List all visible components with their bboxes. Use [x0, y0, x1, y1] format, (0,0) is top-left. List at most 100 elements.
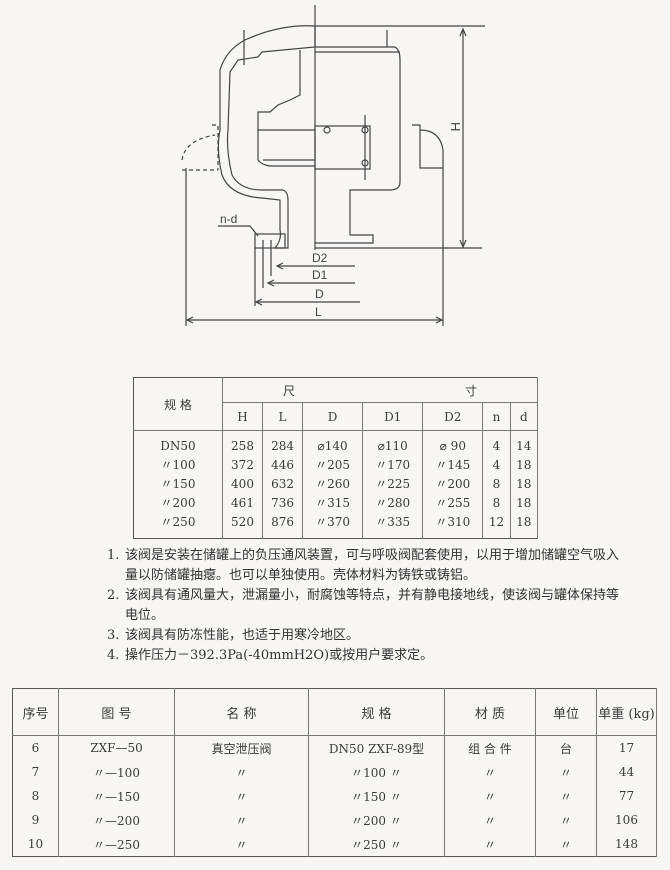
table-cell: ⌀110: [362, 430, 424, 456]
table-cell: 〃250 〃: [308, 832, 445, 857]
table-cell: 〃150 〃: [308, 784, 445, 808]
table-cell: 372: [222, 456, 264, 475]
table-cell: 400: [222, 475, 264, 494]
note: 4. 操作压力－392.3Pa(-40mmH2O)或按用户要求定。: [107, 646, 627, 666]
table-cell: 〃: [444, 832, 536, 857]
note-number: 1.: [107, 548, 120, 563]
table-cell: 6: [12, 735, 59, 760]
table-cell: 284: [262, 430, 304, 456]
header-weight: 单重 (kg): [596, 688, 657, 736]
table-cell: 44: [596, 760, 657, 784]
table-cell: 77: [596, 784, 657, 808]
label-nd: n-d: [220, 212, 237, 226]
table-cell: 〃—100: [58, 760, 175, 784]
table-cell: 〃—250: [58, 832, 175, 857]
header-unit: 单位: [535, 688, 597, 736]
table-cell: 〃280: [362, 494, 424, 513]
table-cell: 〃200 〃: [308, 808, 445, 832]
table-cell: 〃: [174, 832, 309, 857]
right-elbow: [412, 124, 444, 169]
inner-seat-section: [257, 50, 315, 167]
note: 3.该阀具有防冻性能，也适于用寒冷地区。: [107, 626, 627, 646]
col-h: H: [222, 402, 264, 431]
table-cell: 〃: [174, 808, 309, 832]
table-cell: 〃170: [362, 456, 424, 475]
valve-technical-drawing: H D2 D1 D L n-d: [181, 5, 485, 326]
table-cell: 632: [262, 475, 304, 494]
table-cell: 〃260: [302, 475, 364, 494]
header-dims-left: 尺: [282, 383, 295, 398]
table-cell: 〃: [174, 760, 309, 784]
table-cell: 〃335: [362, 513, 424, 539]
table-cell: 14: [510, 430, 539, 456]
table-cell: 〃: [535, 808, 597, 832]
table-cell: 〃250: [133, 513, 223, 539]
table-cell: 〃205: [302, 456, 364, 475]
table-cell: 106: [596, 808, 657, 832]
table-cell: 〃: [444, 784, 536, 808]
table-cell: 4: [482, 430, 511, 456]
table-cell: 〃200: [133, 494, 223, 513]
table-cell: 〃—150: [58, 784, 175, 808]
header-dims-right: 寸: [465, 383, 478, 398]
table-cell: 〃: [535, 832, 597, 857]
table-cell: ZXF—50: [58, 735, 175, 760]
table-cell: 〃255: [422, 494, 484, 513]
table-cell: 〃: [535, 784, 597, 808]
right-body-outline: [315, 46, 401, 244]
table-cell: 10: [12, 832, 59, 857]
table-cell: DN50: [133, 430, 223, 456]
table-cell: 258: [222, 430, 264, 456]
table-cell: 组 合 件: [444, 735, 536, 760]
table-cell: 〃150: [133, 475, 223, 494]
table-cell: 18: [510, 513, 539, 539]
table-cell: 8: [482, 475, 511, 494]
label-d: D: [315, 287, 324, 301]
table-cell: 18: [510, 456, 539, 475]
left-elbow-dashed: [181, 124, 219, 171]
table-cell: 8: [12, 784, 59, 808]
header-spec: 规 格: [308, 688, 445, 736]
header-material: 材 质: [444, 688, 536, 736]
table-row: 9〃—200〃〃200 〃〃〃106: [12, 808, 657, 832]
note-text: 操作压力－392.3Pa(-40mmH2O)或按用户要求定。: [125, 648, 434, 663]
table-cell: 7: [12, 760, 59, 784]
table-cell: 〃: [444, 760, 536, 784]
table-row: 10〃—250〃〃250 〃〃〃148: [12, 832, 657, 857]
table-cell: 〃370: [302, 513, 364, 539]
table-cell: 9: [12, 808, 59, 832]
table-cell: 17: [596, 735, 657, 760]
table-cell: 〃200: [422, 475, 484, 494]
col-n: n: [482, 402, 511, 431]
note-text: 该阀是安装在储罐上的负压通风装置，可与呼吸阀配套使用，以用于增加储罐空气吸入量以…: [125, 548, 620, 583]
inner-plate: [314, 125, 371, 170]
table-cell: 461: [222, 494, 264, 513]
table-cell: 〃310: [422, 513, 484, 539]
table-cell: 148: [596, 832, 657, 857]
header-drawing-no: 图 号: [58, 688, 175, 736]
table-cell: 12: [482, 513, 511, 539]
table-cell: 18: [510, 494, 539, 513]
table-cell: 〃: [535, 760, 597, 784]
note-number: 2.: [107, 588, 120, 603]
header-no: 序号: [12, 688, 59, 736]
note-text: 该阀具有通风量大，泄漏量小，耐腐蚀等特点，并有静电接地线，使该阀与罐体保持等电位…: [125, 588, 620, 623]
note-number: 3.: [107, 628, 120, 643]
table-row: 7〃—100〃〃100 〃〃〃44: [12, 760, 657, 784]
table-cell: ⌀140: [302, 430, 364, 456]
table-cell: 〃: [174, 784, 309, 808]
table-cell: 18: [510, 475, 539, 494]
table-cell: 〃100 〃: [308, 760, 445, 784]
table-cell: 446: [262, 456, 304, 475]
header-spec: 规 格: [133, 377, 223, 431]
note-number: 4.: [107, 648, 120, 663]
note: 2. 该阀具有通风量大，泄漏量小，耐腐蚀等特点，并有静电接地线，使该阀与罐体保持等…: [107, 586, 627, 626]
label-d2: D2: [312, 251, 328, 265]
table-cell: 876: [262, 513, 304, 539]
